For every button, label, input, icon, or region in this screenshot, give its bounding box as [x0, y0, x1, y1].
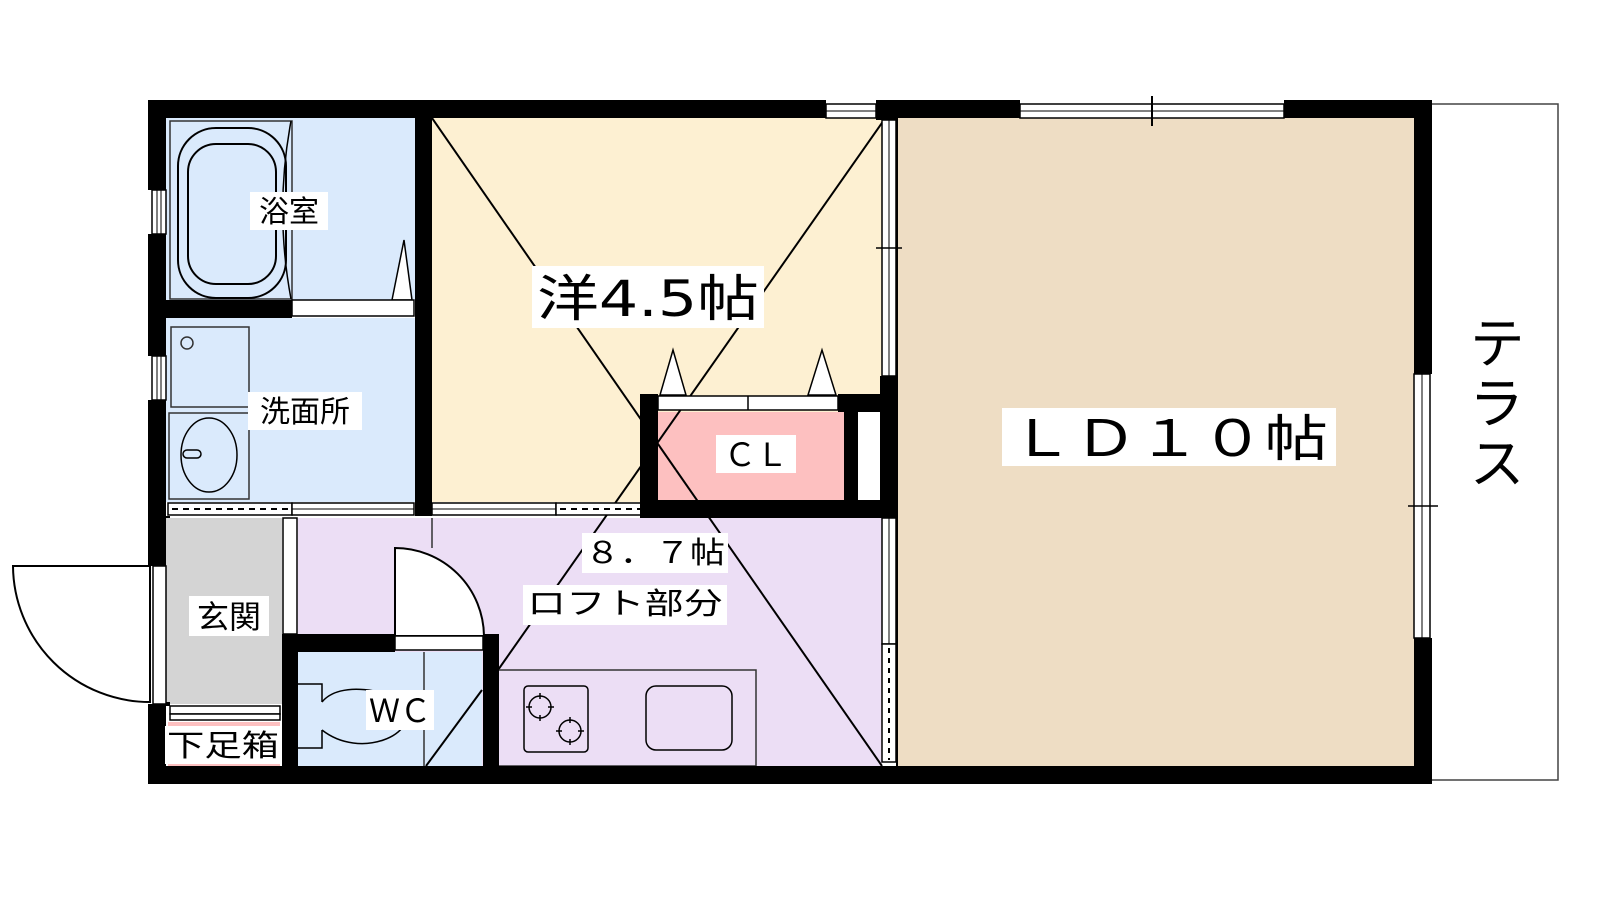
western-room-label: 洋4.5帖: [537, 270, 759, 328]
washing-machine-icon: [170, 326, 250, 408]
label-loft: ８．７帖 ロフト部分: [523, 533, 728, 625]
toilet-diagonal: [425, 689, 483, 767]
bath-sliding-door: [291, 299, 415, 317]
label-western-room: 洋4.5帖: [532, 266, 764, 328]
label-entrance: 玄関: [189, 596, 269, 636]
washroom-label: 洗面所: [260, 395, 350, 430]
toilet-label: ＷＣ: [369, 692, 431, 730]
stove-icon: [523, 685, 589, 753]
loft-label: ロフト部分: [527, 587, 723, 622]
bathroom-label: 浴室: [259, 195, 319, 230]
terrace-label: テラス: [1460, 314, 1525, 494]
closet-label: ＣＬ: [724, 436, 788, 474]
washroom-sliding-door: [167, 502, 415, 516]
shoe-box-shelf: [169, 705, 281, 721]
ld-partition-sliding: [876, 119, 902, 763]
sink-icon: [645, 685, 733, 751]
terrace-area: [1432, 104, 1558, 780]
toilet-door-swing: [394, 546, 486, 637]
entrance-label: 玄関: [197, 598, 261, 636]
walls: [148, 100, 1432, 784]
shoe-box-label: 下足箱: [167, 729, 279, 764]
label-washroom: 洗面所: [248, 392, 362, 430]
wash-basin-icon: [168, 412, 250, 500]
entrance-door-swing: [11, 565, 151, 704]
label-toilet: ＷＣ: [366, 690, 434, 730]
label-terrace: テラス: [1460, 314, 1525, 494]
entrance-door-frame: [152, 565, 167, 705]
window-top-western: [825, 103, 877, 119]
loft-size-label: ８．７帖: [585, 536, 725, 571]
closet-side-space: [858, 412, 880, 500]
toilet-door-frame: [394, 635, 484, 651]
ld-label: ＬＤ１０帖: [1010, 410, 1328, 468]
label-shoe-box: 下足箱: [165, 726, 282, 764]
label-bathroom: 浴室: [250, 192, 328, 230]
label-closet: ＣＬ: [716, 435, 796, 474]
entrance-partition: [282, 517, 298, 635]
window-washroom: [151, 355, 167, 401]
label-ld: ＬＤ１０帖: [1002, 408, 1336, 468]
terrace-outline: [1432, 103, 1559, 781]
window-bathroom: [151, 189, 167, 235]
